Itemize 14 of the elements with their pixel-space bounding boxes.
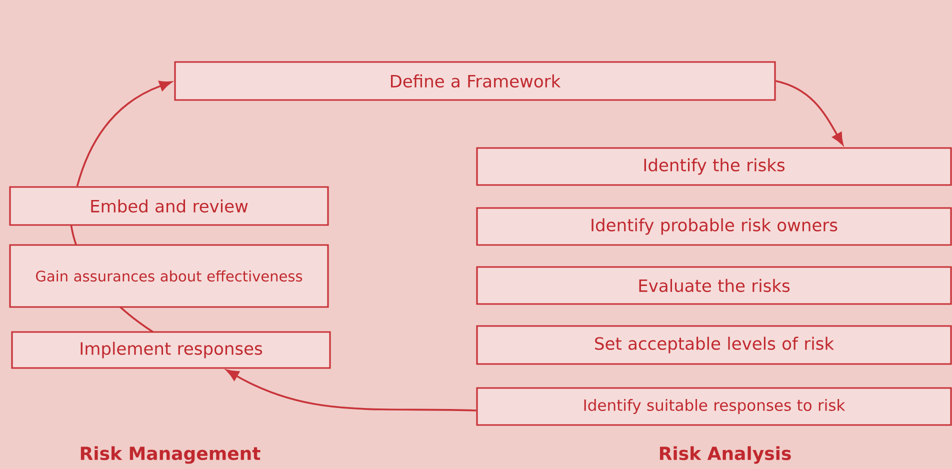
step-box: Gain assurances about effectiveness (9, 244, 329, 308)
step-box: Identify suitable responses to risk (476, 387, 952, 426)
step-box: Evaluate the risks (476, 266, 952, 305)
step-box: Implement responses (11, 331, 331, 369)
arrow (776, 80, 844, 146)
arrow (226, 370, 476, 412)
step-box: Set acceptable levels of risk (476, 325, 952, 365)
section-label: Risk Management (80, 446, 260, 464)
step-box: Identify probable risk owners (476, 207, 952, 246)
step-box: Define a Framework (174, 61, 776, 101)
step-box: Embed and review (9, 186, 329, 226)
section-label: Risk Analysis (660, 446, 791, 464)
arrow (76, 80, 172, 186)
step-box: Identify the risks (476, 147, 952, 186)
